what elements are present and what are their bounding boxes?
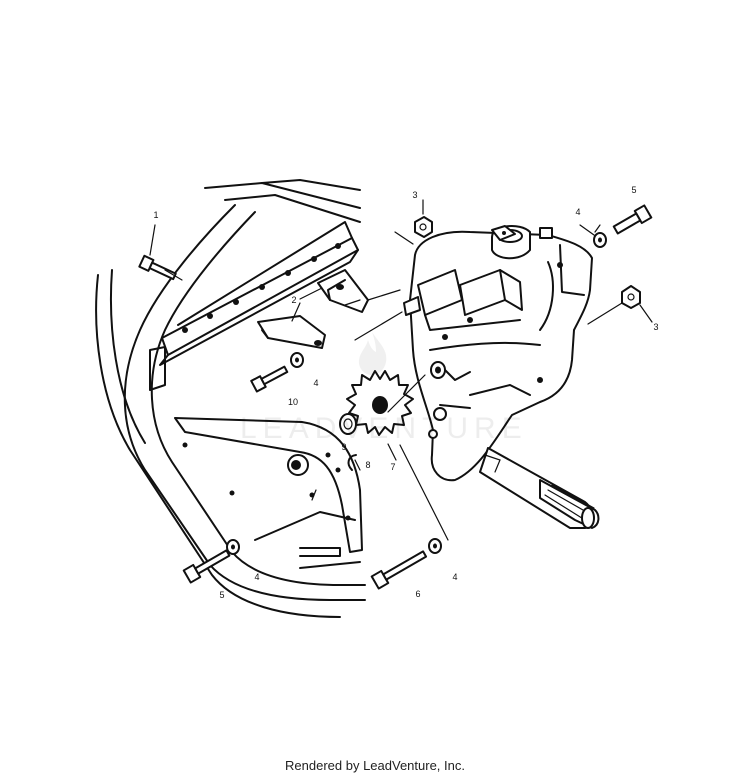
callout-7: 7	[390, 462, 395, 472]
bolt-5-bottom	[182, 549, 231, 584]
washer-9	[339, 413, 357, 435]
callout-8: 8	[365, 460, 370, 470]
bolt-5-top	[612, 204, 653, 235]
callout-2: 2	[291, 295, 296, 305]
callout-5-bottom: 5	[219, 590, 224, 600]
bolt-6	[370, 550, 428, 590]
sprocket-7	[346, 370, 414, 436]
callout-4-bottom-right: 4	[452, 572, 457, 582]
callout-4-bottom-left: 4	[254, 572, 259, 582]
bolt-10	[250, 365, 289, 393]
callout-5-top: 5	[631, 185, 636, 195]
callout-labels: 1 2 3 3 4 4 4 4 5 5 6 7 8 9 10	[153, 185, 658, 600]
flame-logo-icon	[358, 332, 387, 375]
nut-3-right	[621, 285, 641, 309]
parts-diagram: 1 2 3 3 4 4 4 4 5 5 6 7 8 9 10	[95, 179, 659, 618]
callout-3-top: 3	[412, 190, 417, 200]
nut-3-top	[414, 216, 433, 238]
callout-10: 10	[288, 397, 298, 407]
washer-4-bottom-right	[428, 538, 442, 554]
bolt-1	[138, 254, 177, 281]
callout-4-top: 4	[575, 207, 580, 217]
washer-4-mid	[290, 352, 304, 368]
callout-4-mid: 4	[313, 378, 318, 388]
watermark-text: LEADVENTURE	[240, 412, 528, 445]
leader-lines	[149, 199, 653, 541]
callout-3-right: 3	[653, 322, 658, 332]
mount-bracket-lower	[257, 315, 326, 349]
snap-ring-8	[347, 454, 357, 471]
washer-4-top	[593, 232, 607, 248]
frame-assembly	[95, 179, 366, 618]
callout-6: 6	[415, 589, 420, 599]
washer-4-bottom-left	[226, 539, 240, 555]
gearcase-assembly	[403, 225, 600, 529]
callout-1: 1	[153, 210, 158, 220]
footer-credit: Rendered by LeadVenture, Inc.	[285, 758, 465, 773]
callout-9: 9	[341, 442, 346, 452]
